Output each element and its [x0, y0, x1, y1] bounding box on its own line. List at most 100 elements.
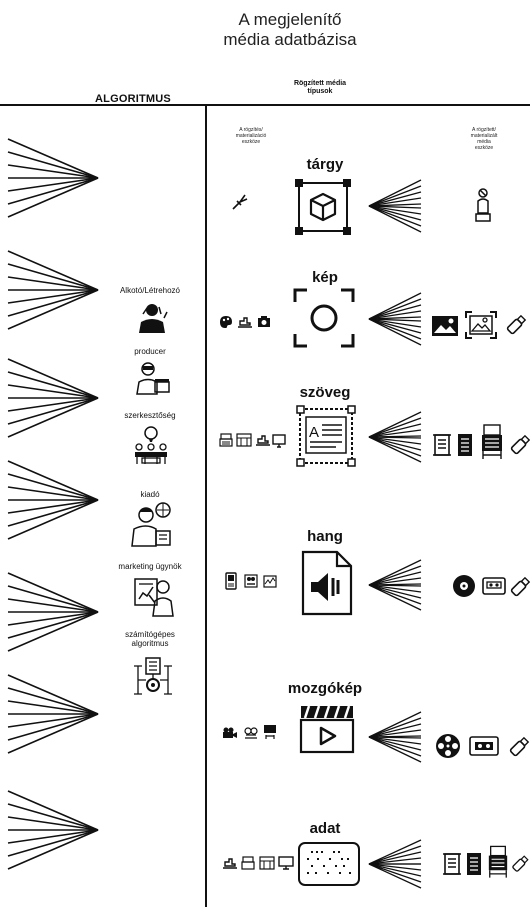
- fan-line: [7, 473, 99, 501]
- monitor-icon: [272, 434, 286, 448]
- header-divider: [0, 104, 530, 106]
- fan-line: [7, 598, 99, 613]
- statue-icon: [475, 188, 491, 222]
- data-writing-hand-icon: [223, 858, 237, 869]
- fan-line: [7, 397, 99, 425]
- media-fan-line: [368, 436, 422, 439]
- data-scroll-icon: [443, 853, 461, 875]
- newspaper-stack-icon: [482, 424, 502, 459]
- media-fan-line: [368, 851, 422, 865]
- scroll-manuscript-icon: [433, 434, 451, 456]
- fan-line: [7, 289, 99, 304]
- role-label-creator: Alkotó/Létrehozó: [119, 286, 181, 295]
- media-fan-line: [368, 565, 422, 586]
- fan-line: [7, 397, 99, 438]
- object-cube-icon: [295, 179, 351, 235]
- cassette-tape-icon: [482, 577, 506, 595]
- media-types-header-line-1: Rögzített média: [293, 80, 347, 87]
- media-fan-line: [368, 863, 422, 889]
- media-fan-line: [368, 729, 422, 738]
- role-label-marketing: marketing ügynök: [118, 562, 182, 571]
- publisher-icon: [131, 502, 171, 547]
- creator-icon: [139, 304, 168, 333]
- sound-wave-panel-icon: [263, 575, 277, 588]
- media-fan-line: [368, 436, 422, 445]
- fan-line: [7, 700, 99, 715]
- media-fan-line: [368, 559, 422, 586]
- media-fan-line: [368, 417, 422, 438]
- media-types-header-line-2: típusok: [307, 88, 333, 95]
- fan-line: [7, 289, 99, 330]
- fan-line: [7, 289, 99, 317]
- media-fan-line: [368, 863, 422, 877]
- photo-print-icon: [432, 316, 458, 336]
- media-fan-line: [368, 205, 422, 221]
- fan-line: [7, 713, 99, 741]
- image-frame-icon: [465, 311, 497, 339]
- media-fan-line: [368, 205, 422, 227]
- fan-line: [7, 713, 99, 728]
- media-fan-line: [368, 423, 422, 438]
- media-fan-line: [368, 736, 422, 739]
- media-title-object: tárgy: [306, 156, 344, 173]
- media-types-header: Rögzített média típusok: [265, 80, 375, 96]
- media-fan-line: [368, 736, 422, 751]
- fan-line: [7, 460, 99, 501]
- data-typewriter-icon: [241, 856, 255, 870]
- recorded-media-header-line-3: média: [477, 139, 491, 145]
- media-fan-line: [368, 316, 422, 320]
- media-fan-line: [368, 318, 422, 340]
- recording-tool-header-line-3: eszköze: [241, 139, 261, 145]
- fan-line: [7, 611, 99, 652]
- media-fan-line: [368, 318, 422, 322]
- fan-line: [7, 790, 99, 831]
- media-fan-line: [368, 179, 422, 207]
- fan-line: [7, 499, 99, 527]
- role-label-producer: producer: [134, 347, 166, 356]
- algorithm-icon: [134, 657, 172, 695]
- media-fan-line: [368, 411, 422, 438]
- data-newspaper-stack-icon: [488, 845, 508, 878]
- media-fan-line: [368, 857, 422, 865]
- editorial-icon: [135, 426, 167, 464]
- fan-line: [7, 713, 99, 754]
- fan-line: [7, 263, 99, 291]
- recording-tool-header-line-2: materializáció: [235, 133, 267, 139]
- fan-line: [7, 687, 99, 715]
- role-label-publisher: kiadó: [140, 490, 160, 499]
- recorded-media-header-line-1: A rögzített/: [472, 127, 496, 133]
- media-fan-line: [368, 205, 422, 233]
- fan-line: [7, 816, 99, 831]
- fan-line: [7, 572, 99, 613]
- palette-icon: [220, 316, 232, 328]
- media-fan-line: [368, 298, 422, 320]
- fan-line: [7, 177, 99, 192]
- media-fan-line: [368, 436, 422, 463]
- writing-hand-icon: [256, 435, 270, 446]
- vinyl-record-icon: [453, 575, 475, 597]
- data-monitor-icon: [278, 856, 294, 870]
- media-fan-line: [368, 203, 422, 207]
- recorded-media-header-line-4: eszköze: [474, 145, 494, 151]
- fan-line: [7, 803, 99, 831]
- media-fan-line: [368, 577, 422, 586]
- fan-line: [7, 611, 99, 626]
- fan-line: [7, 499, 99, 514]
- media-fan-line: [368, 736, 422, 763]
- media-fan-line: [368, 863, 422, 871]
- media-title-image: kép: [312, 269, 338, 286]
- sculpting-tool-icon: [232, 194, 248, 210]
- fan-line: [7, 674, 99, 715]
- media-fan-line: [368, 736, 422, 745]
- fan-line: [7, 276, 99, 291]
- title-line-1: A megjelenítő: [238, 10, 342, 29]
- usb-drive-icon: [510, 434, 530, 455]
- usb-drive-icon: [509, 736, 530, 757]
- media-fan-line: [368, 191, 422, 207]
- clapperboard-icon: [299, 705, 355, 754]
- media-fan-line: [368, 711, 422, 738]
- recording-tool-header-line-1: A rögzítés/: [239, 127, 263, 133]
- movie-camera-icon: [223, 727, 237, 738]
- media-fan-line: [368, 571, 422, 586]
